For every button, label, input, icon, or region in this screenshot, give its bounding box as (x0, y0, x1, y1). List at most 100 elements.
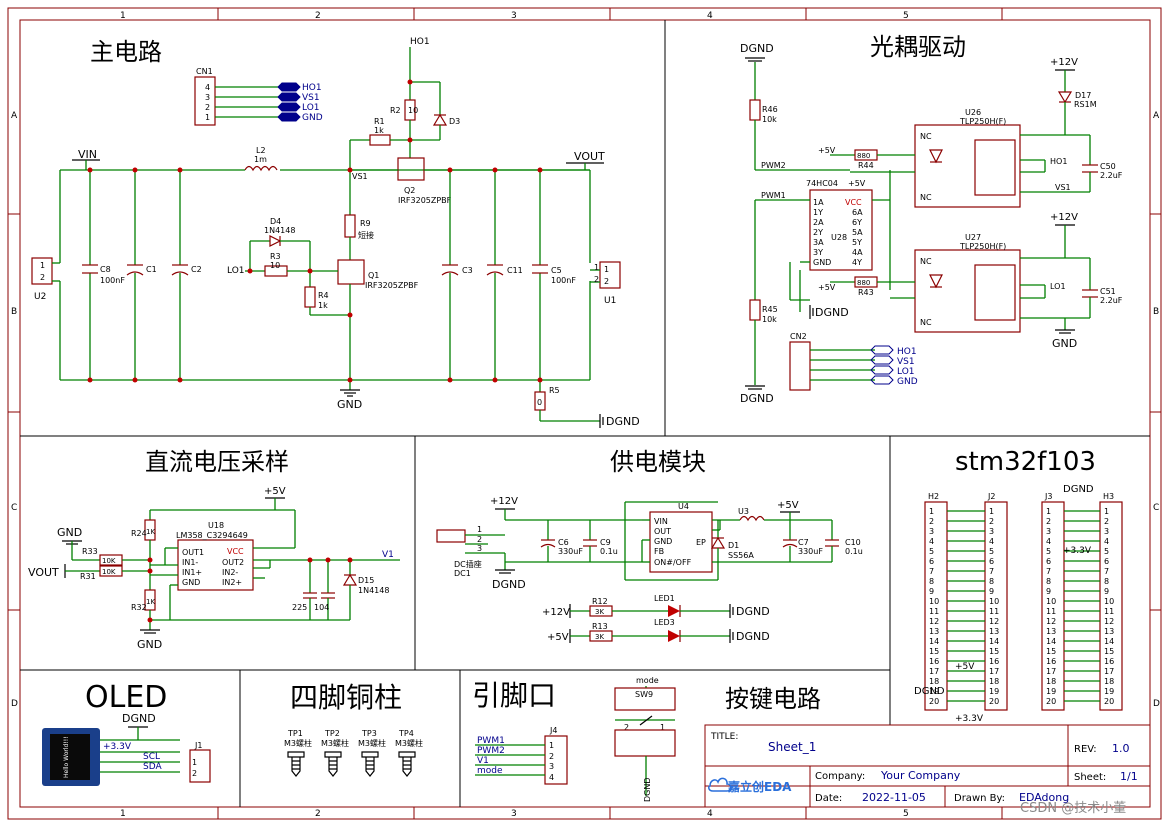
r43-5v: +5V (818, 283, 836, 292)
net-12v-power: +12V (490, 496, 518, 507)
ic-p5v: +5V (848, 179, 866, 188)
svg-text:2: 2 (604, 277, 609, 286)
section-dividers (20, 20, 1150, 807)
svg-text:1: 1 (40, 261, 45, 270)
mcu-pin-j3: 15 (1046, 647, 1056, 656)
ref-u4: U4 (678, 502, 689, 511)
ref-r1: R1 (374, 117, 385, 126)
mcu-pin-j3: 12 (1046, 617, 1056, 626)
section-title-dc-sample: 直流电压采样 (145, 448, 289, 476)
val-c7: 330uF (798, 547, 823, 556)
mcu-pin-h2: 8 (929, 577, 934, 586)
val-c8: 100nF (100, 276, 125, 285)
svg-text:5A: 5A (852, 228, 863, 237)
border-columns: 1 2 3 4 5 1 2 3 4 5 (120, 8, 1003, 819)
drawn-label: Drawn By: (954, 793, 1005, 804)
ref-cn1: CN1 (196, 67, 213, 76)
ref-r3: R3 (270, 252, 281, 261)
cloud-icon (708, 777, 732, 792)
col-label: 1 (120, 11, 126, 21)
connector-u2 (31, 257, 53, 285)
col-label: 3 (511, 11, 517, 21)
svg-text:IN1-: IN1- (182, 558, 198, 567)
title-value: Sheet_1 (768, 740, 816, 754)
ref-r12: R12 (592, 597, 608, 606)
svg-text:1: 1 (594, 263, 599, 272)
date-value: 2022-11-05 (862, 791, 926, 804)
ref-r24: R24 (131, 529, 147, 538)
ic-vcc-dc: VCC (227, 547, 244, 556)
mcu-pin-h3: 12 (1104, 617, 1114, 626)
section-title-oled: OLED (85, 680, 167, 715)
mcu-pin-j3: 7 (1046, 567, 1051, 576)
section-title-mcu: stm32f103 (955, 447, 1096, 477)
val-r46: 10k (762, 115, 777, 124)
net-v1: V1 (382, 550, 394, 560)
ref-r45: R45 (762, 305, 778, 314)
val-d15: 1N4148 (358, 586, 389, 595)
net-gnd-dc-bottom: GND (137, 638, 162, 651)
ref-r31: R31 (80, 572, 96, 581)
val-c5: 100nF (551, 276, 576, 285)
svg-text:2: 2 (192, 769, 197, 778)
header-j3 (1041, 501, 1065, 711)
ref-led1: LED1 (654, 594, 675, 603)
val-r45: 10k (762, 315, 777, 324)
mcu-pin-j2: 8 (989, 577, 994, 586)
net-vout: VOUT (574, 150, 605, 163)
oled-screen-text: Hello World!!! (63, 736, 70, 778)
net-12v-opto-b: +12V (1050, 212, 1078, 223)
header-h2 (924, 501, 948, 711)
header-j2 (984, 501, 1008, 711)
ref-c7: C7 (798, 538, 809, 547)
svg-text:OUT: OUT (654, 527, 671, 536)
svg-text:EP: EP (696, 538, 706, 547)
ref-u27: U27 (965, 233, 981, 242)
svg-text:1K: 1K (146, 598, 155, 606)
svg-text:880: 880 (857, 152, 870, 160)
mcu-pin-h2: 19 (929, 687, 939, 696)
mcu-pin-h2: 3 (929, 527, 934, 536)
section-title-opto: 光耦驱动 (870, 33, 966, 61)
header-h3 (1099, 501, 1123, 711)
mcu-pin-h2: 12 (929, 617, 939, 626)
net-dgnd-oled: DGND (122, 712, 156, 725)
row-label: B (11, 307, 17, 317)
ref-j2: J2 (987, 492, 995, 501)
ic-vcc: VCC (845, 198, 862, 207)
val-c9: 0.1u (600, 547, 618, 556)
ref-c3: C3 (462, 266, 473, 275)
mcu-pin-j3: 2 (1046, 517, 1051, 526)
ref-d17: D17 (1075, 91, 1091, 100)
val-c10: 0.1u (845, 547, 863, 556)
row-label: A (1153, 111, 1160, 121)
svg-text:OUT1: OUT1 (182, 548, 204, 557)
val-r2: 10 (408, 106, 418, 115)
svg-text:5Y: 5Y (852, 238, 862, 247)
mcu-pin-h3: 6 (1104, 557, 1109, 566)
val-l2: 1m (254, 155, 267, 164)
net-5v-led: +5V (547, 632, 569, 643)
ref-j3: J3 (1044, 492, 1052, 501)
inductor-u3 (739, 515, 765, 522)
mcu-pin-j2: 2 (989, 517, 994, 526)
svg-text:1: 1 (660, 723, 665, 732)
row-label: D (11, 699, 18, 709)
regulator-u4 (649, 511, 713, 573)
sheet-label: Sheet: (1074, 772, 1106, 783)
mcu-pin-j2: 1 (989, 507, 994, 516)
svg-text:GND: GND (813, 258, 831, 267)
ref-r13: R13 (592, 622, 608, 631)
ref-c51: C51 (1100, 287, 1116, 296)
mcu-pin-j2: 9 (989, 587, 994, 596)
mcu-pin-j2: 15 (989, 647, 999, 656)
svg-text:1: 1 (192, 758, 197, 767)
net-33v-mcu-bottom: +3.3V (955, 714, 984, 724)
ref-c8: C8 (100, 265, 111, 274)
mcu-pin-j2: 13 (989, 627, 999, 636)
row-label: D (1153, 699, 1160, 709)
ref-q1: Q1 (368, 271, 379, 280)
ref-q2: Q2 (404, 186, 415, 195)
row-label: C (1153, 503, 1159, 513)
optocoupler-u27 (914, 249, 1021, 333)
